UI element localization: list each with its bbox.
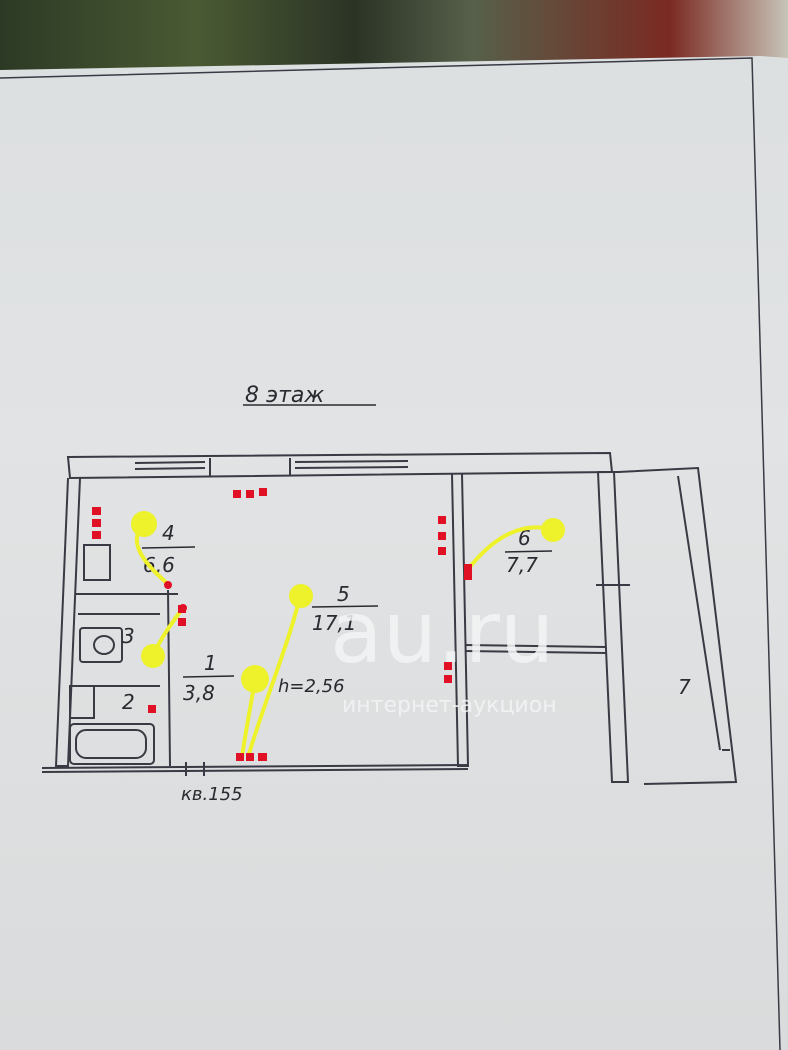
socket bbox=[92, 507, 101, 515]
socket bbox=[444, 662, 452, 670]
socket bbox=[92, 519, 101, 527]
room-labels: 4 6,6 5 17,1 6 7,7 1 3,8 3 2 7 bbox=[122, 521, 691, 714]
marker-room-5 bbox=[289, 584, 313, 608]
marker-room-4 bbox=[131, 511, 157, 537]
socket bbox=[236, 753, 244, 761]
paper-sheet bbox=[0, 56, 788, 1050]
socket bbox=[464, 572, 472, 580]
socket bbox=[246, 490, 254, 498]
socket bbox=[438, 532, 446, 540]
marker-room-1 bbox=[241, 665, 269, 693]
room-5-area: 17,1 bbox=[312, 611, 357, 635]
socket bbox=[148, 705, 156, 713]
socket bbox=[258, 753, 267, 761]
marker-room-3 bbox=[141, 644, 165, 668]
socket bbox=[444, 675, 452, 683]
room-3-number: 3 bbox=[122, 624, 135, 648]
apartment-label: кв.155 bbox=[181, 784, 243, 805]
room-4-number: 4 bbox=[162, 521, 175, 545]
room-6-number: 6 bbox=[518, 526, 531, 550]
socket bbox=[178, 618, 186, 626]
socket-markers bbox=[92, 488, 472, 761]
room-5-number: 5 bbox=[337, 582, 350, 606]
socket bbox=[92, 531, 101, 539]
ceiling-height: h=2,56 bbox=[278, 676, 345, 697]
socket bbox=[438, 516, 446, 524]
room-1-number: 1 bbox=[204, 651, 217, 675]
socket bbox=[233, 490, 241, 498]
room-7-number: 7 bbox=[678, 675, 691, 699]
switch-point bbox=[164, 581, 172, 589]
yellow-markers bbox=[131, 511, 565, 693]
room-2-number: 2 bbox=[122, 690, 135, 714]
watermark-brand: au.ru bbox=[330, 583, 554, 683]
room-6-area: 7,7 bbox=[506, 553, 538, 577]
room-1-area: 3,8 bbox=[183, 681, 215, 705]
walls bbox=[41, 451, 738, 785]
page-border bbox=[0, 57, 781, 1050]
socket bbox=[259, 488, 267, 496]
marker-room-6 bbox=[541, 518, 565, 542]
socket bbox=[464, 564, 472, 572]
socket bbox=[246, 753, 254, 761]
floor-title: 8 этаж bbox=[245, 383, 324, 408]
watermark-subtitle: интернет-аукцион bbox=[342, 693, 557, 718]
switch-point bbox=[179, 604, 187, 612]
socket bbox=[438, 547, 446, 555]
